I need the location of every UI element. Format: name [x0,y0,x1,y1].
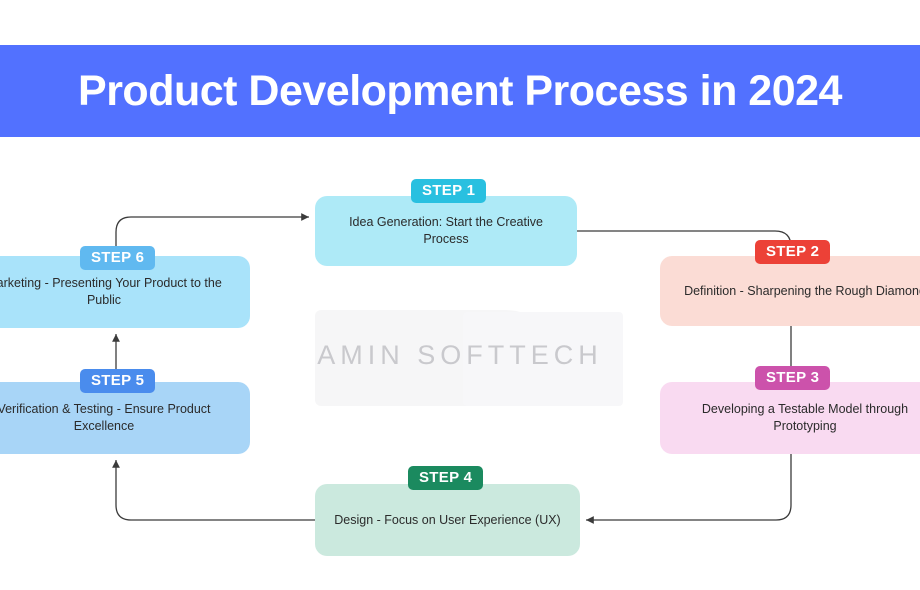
step-label-6: Marketing - Presenting Your Product to t… [0,276,222,307]
step-badge-4: STEP 4 [408,466,484,491]
watermark-label: AMIN SOFTTECH [317,340,603,370]
step-label-2: Definition - Sharpening the Rough Diamon… [684,283,920,298]
step-label-1: Idea Generation: Start the Creative Proc… [349,215,543,246]
step-label-3: Developing a Testable Model through Prot… [701,402,909,433]
step-box-1[interactable]: Idea Generation: Start the Creative Proc… [315,196,577,266]
step-box-3[interactable]: Developing a Testable Model through Prot… [660,382,920,454]
step-badge-3: STEP 3 [755,366,831,391]
watermark-logo-shape [315,310,565,406]
step-badge-6: STEP 6 [80,246,156,271]
step-box-2[interactable]: Definition - Sharpening the Rough Diamon… [660,256,920,326]
watermark-logo-shape-secondary [463,312,623,406]
step-badge-1: STEP 1 [411,179,487,204]
step-badge-5: STEP 5 [80,369,156,394]
step-box-6[interactable]: Marketing - Presenting Your Product to t… [0,256,250,328]
step-label-4: Design - Focus on User Experience (UX) [334,512,561,527]
page-title: Product Development Process in 2024 [78,66,842,115]
step-box-5[interactable]: Verification & Testing - Ensure Product … [0,382,250,454]
watermark: AMIN SOFTTECH [295,310,625,410]
step-box-4[interactable]: Design - Focus on User Experience (UX) [315,484,580,556]
step-label-5: Verification & Testing - Ensure Product … [0,402,211,433]
step-badge-2: STEP 2 [755,240,831,265]
header-banner: Product Development Process in 2024 [0,45,920,137]
